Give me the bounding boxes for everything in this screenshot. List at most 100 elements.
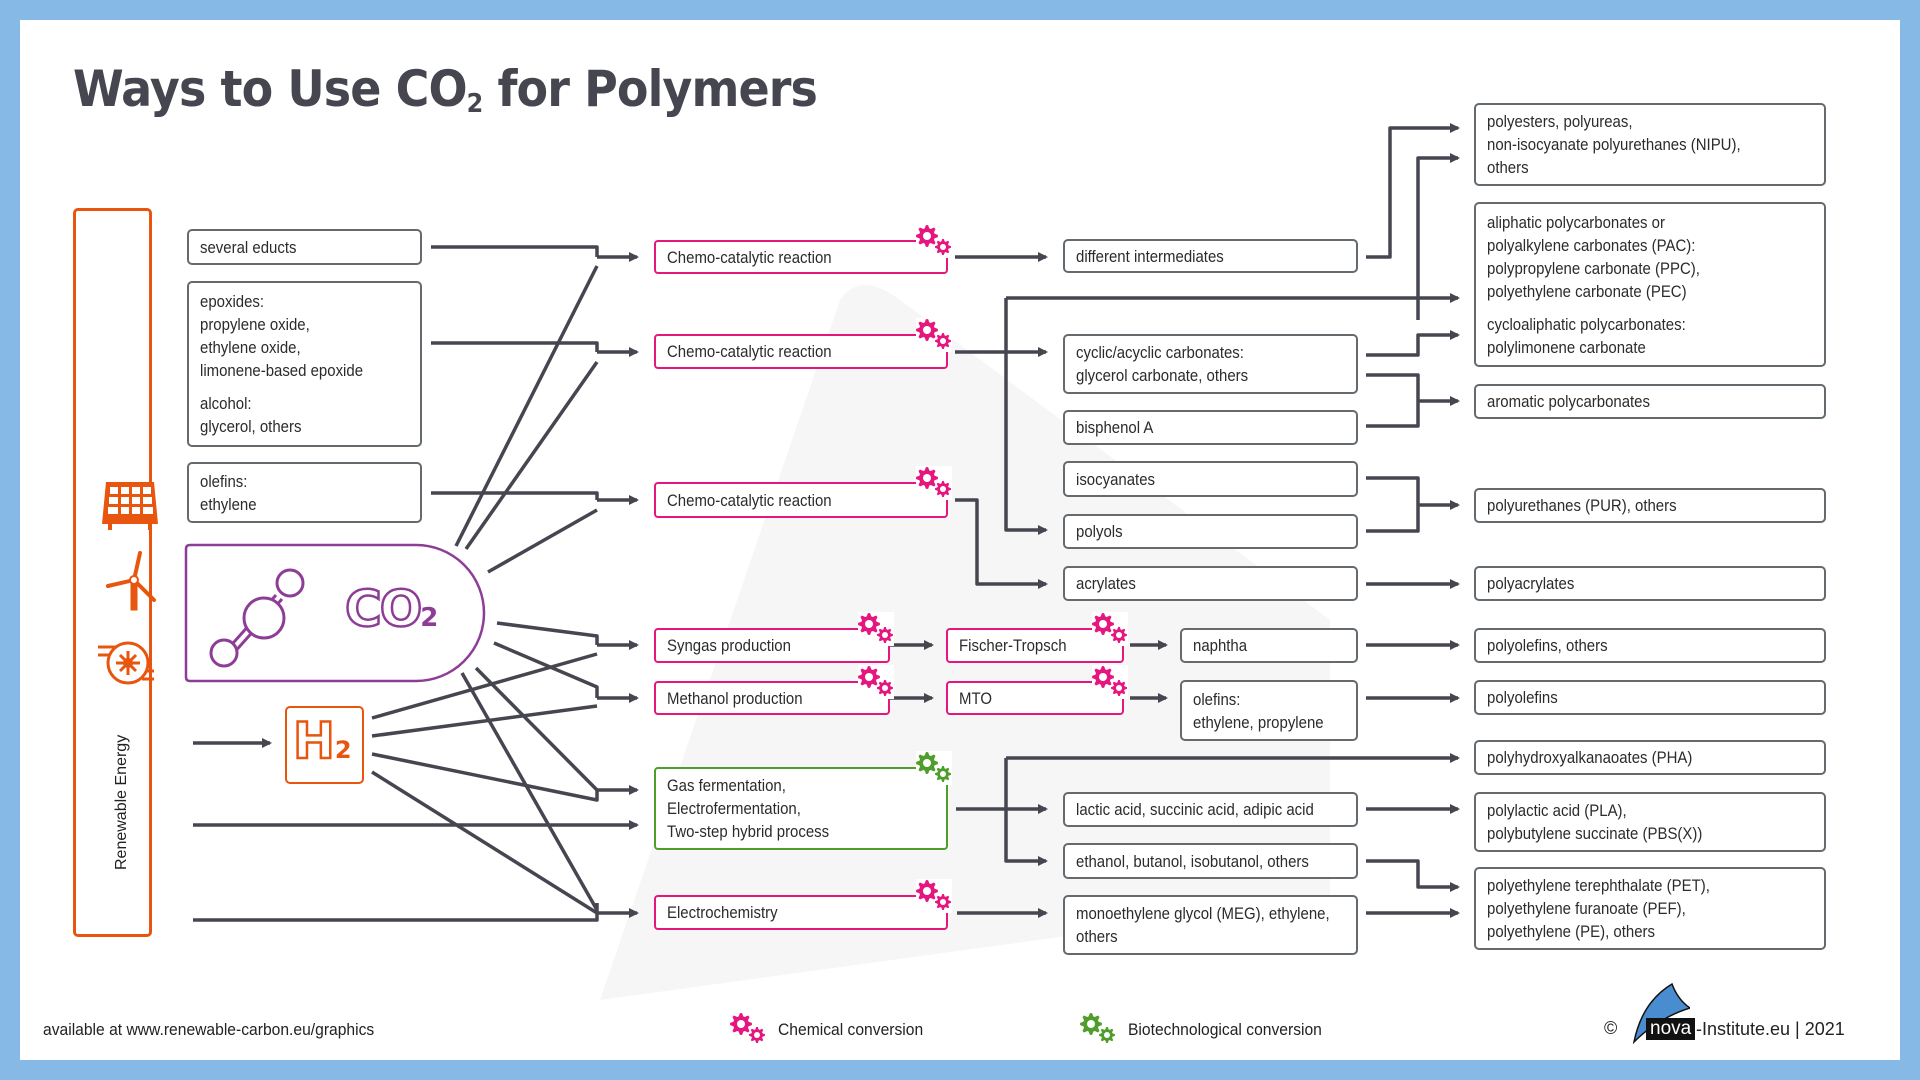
chemical-gear-icon — [856, 612, 896, 646]
chemical-gear-icon — [914, 466, 954, 500]
process-label: Chemo-catalytic reaction — [667, 247, 832, 267]
source-link[interactable]: available at www.renewable-carbon.eu/gra… — [43, 1020, 375, 1039]
polymer-pha: polyhydroxyalkanaoates (PHA) — [1474, 740, 1826, 775]
copyright-text: -Institute.eu | 2021 — [1696, 1019, 1845, 1039]
intermediate-label: others — [1076, 927, 1118, 946]
process-chemo-catalytic-3[interactable]: Chemo-catalytic reaction — [654, 482, 948, 518]
chemical-gear-icon — [1090, 612, 1130, 646]
intermediate-meg: monoethylene glycol (MEG), ethylene, oth… — [1063, 895, 1358, 955]
co2-label: CO2 — [344, 579, 439, 640]
wind-turbine-icon — [106, 551, 156, 611]
input-text: olefins: — [200, 471, 248, 491]
polymer-label: polyacrylates — [1487, 574, 1575, 593]
h2-label: H2 — [292, 711, 352, 772]
polymer-label: polypropylene carbonate (PPC), — [1487, 258, 1700, 278]
intermediate-different: different intermediates — [1063, 239, 1358, 273]
intermediate-label: different intermediates — [1076, 246, 1224, 266]
polymer-label: polylactic acid (PLA), — [1487, 801, 1627, 820]
chemical-gear-icon — [914, 318, 954, 352]
process-syngas[interactable]: Syngas production — [654, 628, 890, 663]
polymer-polyacrylates: polyacrylates — [1474, 566, 1826, 601]
input-several-educts: several educts — [187, 229, 422, 265]
input-epoxides-alcohol: epoxides: propylene oxide, ethylene oxid… — [187, 281, 422, 447]
process-label: Fischer-Tropsch — [959, 636, 1067, 655]
input-text: several educts — [200, 237, 297, 257]
polymer-pla-pbs: polylactic acid (PLA), polybutylene succ… — [1474, 792, 1826, 852]
chemical-gear-icon — [916, 318, 952, 352]
input-text: epoxides: — [200, 292, 265, 311]
polymer-label: polyethylene carbonate (PEC) — [1487, 281, 1687, 301]
process-chemo-catalytic-2[interactable]: Chemo-catalytic reaction — [654, 334, 948, 369]
chemical-gear-icon — [916, 466, 952, 500]
intermediate-label: lactic acid, succinic acid, adipic acid — [1076, 800, 1314, 819]
polymer-label: polyethylene furanoate (PEF), — [1487, 899, 1686, 918]
polymer-label: polyhydroxyalkanaoates (PHA) — [1487, 748, 1693, 767]
intermediate-label: cyclic/acyclic carbonates: — [1076, 343, 1244, 362]
input-text: limonene-based epoxide — [200, 361, 364, 380]
chemical-gear-icon — [914, 224, 954, 258]
intermediate-olefins: olefins: ethylene, propylene — [1180, 680, 1358, 741]
biotech-gear-icon — [1078, 1012, 1118, 1046]
process-label: Electrochemistry — [667, 903, 778, 922]
polymer-polyolefins: polyolefins — [1474, 680, 1826, 715]
polymer-label: aliphatic polycarbonates or — [1487, 212, 1665, 232]
intermediate-carbonates: cyclic/acyclic carbonates: glycerol carb… — [1063, 334, 1358, 394]
biotech-gear-icon — [914, 751, 954, 785]
polymer-label: others — [1487, 158, 1529, 177]
polymer-label: polylimonene carbonate — [1487, 337, 1646, 357]
intermediate-acids: lactic acid, succinic acid, adipic acid — [1063, 792, 1358, 827]
intermediate-isocyanates: isocyanates — [1063, 461, 1358, 497]
intermediate-label: glycerol carbonate, others — [1076, 366, 1249, 385]
process-label: Two-step hybrid process — [667, 822, 830, 841]
process-label: Chemo-catalytic reaction — [667, 342, 832, 361]
intermediate-naphtha: naphtha — [1180, 628, 1358, 663]
intermediate-label: isocyanates — [1076, 469, 1156, 489]
polymer-polyesters: polyesters, polyureas, non-isocyanate po… — [1474, 103, 1826, 186]
intermediate-bisphenol-a: bisphenol A — [1063, 410, 1358, 445]
chemical-gear-icon — [858, 612, 894, 646]
process-methanol[interactable]: Methanol production — [654, 681, 890, 715]
co2-source — [184, 543, 486, 683]
process-label: Syngas production — [667, 636, 791, 655]
polymer-label: cycloaliphatic polycarbonates: — [1487, 314, 1686, 334]
chemical-gear-icon — [914, 879, 954, 913]
polymer-label: polyurethanes (PUR), others — [1487, 496, 1677, 515]
process-label: Chemo-catalytic reaction — [667, 490, 832, 510]
intermediate-label: ethylene, propylene — [1193, 712, 1324, 732]
polymer-label: aromatic polycarbonates — [1487, 392, 1650, 411]
page-title: Ways to Use CO2 for Polymers — [73, 60, 818, 119]
input-text: alcohol: — [200, 394, 252, 413]
chemical-gear-icon — [916, 879, 952, 913]
input-text: propylene oxide, — [200, 315, 310, 334]
process-label: Gas fermentation, — [667, 776, 786, 795]
input-text: glycerol, others — [200, 417, 302, 436]
renewable-energy-box — [73, 208, 152, 937]
h2-source — [285, 706, 364, 784]
intermediate-acrylates: acrylates — [1063, 566, 1358, 601]
process-label: Methanol production — [667, 688, 803, 708]
input-text: ethylene — [200, 494, 257, 514]
biotech-gear-icon — [1080, 1012, 1116, 1046]
polymer-label: polyalkylene carbonates (PAC): — [1487, 235, 1696, 255]
nova-logo-text: nova — [1646, 1018, 1696, 1040]
intermediate-label: olefins: — [1193, 689, 1241, 709]
polymer-label: polyolefins — [1487, 688, 1558, 707]
process-label: Electrofermentation, — [667, 799, 801, 818]
polymer-pur: polyurethanes (PUR), others — [1474, 488, 1826, 523]
process-electrochemistry[interactable]: Electrochemistry — [654, 895, 948, 930]
process-chemo-catalytic-1[interactable]: Chemo-catalytic reaction — [654, 240, 948, 274]
biotech-gear-icon — [916, 751, 952, 785]
polymer-label: polyethylene (PE), others — [1487, 922, 1655, 941]
chemical-gear-icon — [1092, 665, 1128, 699]
chemical-gear-icon — [728, 1012, 768, 1046]
polymer-label: polybutylene succinate (PBS(X)) — [1487, 824, 1703, 843]
input-olefins: olefins: ethylene — [187, 462, 422, 523]
intermediate-label: monoethylene glycol (MEG), ethylene, — [1076, 904, 1330, 923]
intermediate-label: ethanol, butanol, isobutanol, others — [1076, 851, 1309, 871]
process-gas-fermentation[interactable]: Gas fermentation, Electrofermentation, T… — [654, 767, 948, 850]
polymer-label: non-isocyanate polyurethanes (NIPU), — [1487, 135, 1741, 154]
co2-molecule-icon — [209, 568, 305, 668]
copyright-symbol: © — [1604, 1018, 1618, 1038]
polymer-polycarbonates: aliphatic polycarbonates or polyalkylene… — [1474, 202, 1826, 367]
chemical-gear-icon — [858, 665, 894, 699]
